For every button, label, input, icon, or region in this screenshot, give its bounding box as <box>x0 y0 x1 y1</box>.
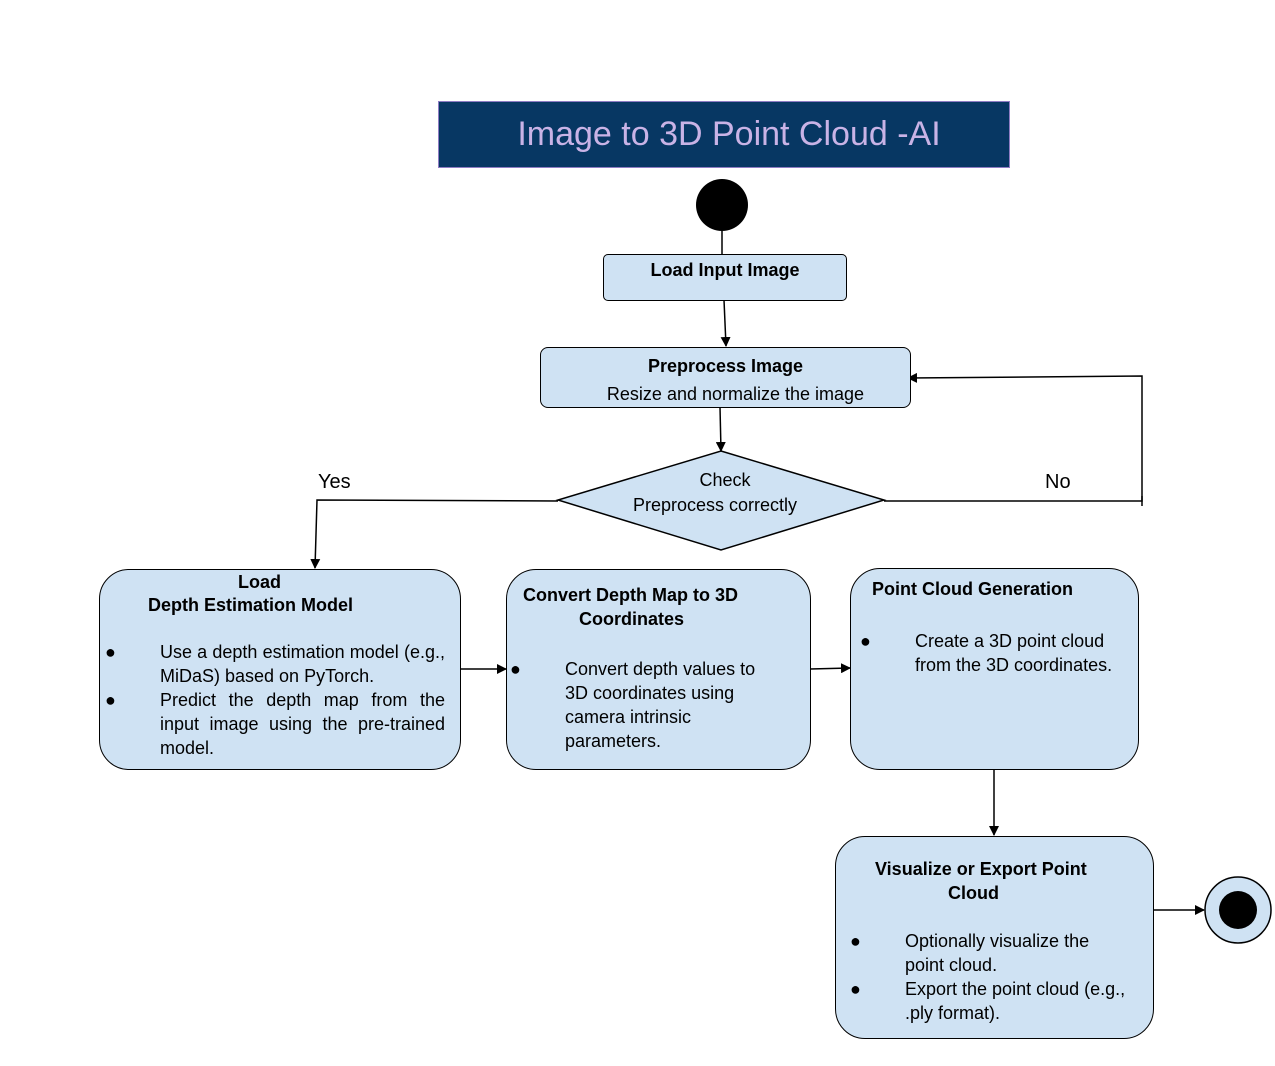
node-depth-model: Load Depth Estimation Model ● Use a dept… <box>99 569 461 770</box>
yes-label: Yes <box>318 471 351 493</box>
start-node <box>696 179 748 231</box>
bullet-dot-icon: ● <box>510 659 521 679</box>
bullet-text: Use a depth estimation model (e.g., MiDa… <box>160 642 445 686</box>
bullet-item: ● Predict the depth map from the input i… <box>105 688 445 760</box>
node-visualize-heading2: Cloud <box>948 883 999 903</box>
node-pointcloud-heading: Point Cloud Generation <box>872 579 1073 599</box>
no-label: No <box>1045 471 1071 493</box>
node-visualize-bullets: ● Optionally visualize the point cloud. … <box>850 929 1130 1025</box>
edge-preprocess-to-decision <box>715 406 726 452</box>
edge-load-to-preprocess <box>720 299 731 347</box>
node-pointcloud-bullets: ● Create a 3D point cloud from the 3D co… <box>860 629 1130 677</box>
bullet-dot-icon: ● <box>860 631 871 651</box>
node-preprocess-heading: Preprocess Image <box>647 356 804 376</box>
bullet-text: Export the point cloud (e.g., .ply forma… <box>905 979 1126 1023</box>
bullet-item: ● Convert depth values to 3D coordinates… <box>510 657 770 753</box>
diagram-title: Image to 3D Point Cloud -AI <box>517 115 941 153</box>
node-point-cloud-generation: Point Cloud Generation ● Create a 3D poi… <box>850 568 1139 770</box>
end-node-core <box>1219 891 1257 929</box>
node-preprocess-image: Preprocess Image Resize and normalize th… <box>540 347 911 408</box>
edge-convert-to-pointcloud <box>809 663 851 674</box>
bullet-item: ● Optionally visualize the point cloud. <box>850 929 1130 977</box>
node-load-input-heading: Load Input Image <box>650 260 800 280</box>
node-convert-heading1: Convert Depth Map to 3D <box>523 585 739 605</box>
bullet-dot-icon: ● <box>105 642 116 662</box>
bullet-dot-icon: ● <box>850 931 861 951</box>
edge-no-branch <box>884 372 1143 502</box>
node-depth-heading1: Load <box>238 572 281 592</box>
bullet-item: ● Create a 3D point cloud from the 3D co… <box>860 629 1130 677</box>
title-banner: Image to 3D Point Cloud -AI <box>438 101 1010 168</box>
decision-line2: Preprocess correctly <box>632 495 798 515</box>
bullet-text: Optionally visualize the point cloud. <box>905 931 1090 975</box>
node-convert-heading2: Coordinates <box>579 609 685 629</box>
edge-yes-branch <box>310 499 559 569</box>
node-convert-bullets: ● Convert depth values to 3D coordinates… <box>510 657 770 753</box>
decision-diamond <box>555 450 887 551</box>
decision-line1: Check <box>699 470 751 490</box>
node-visualize-export: Visualize or Export Point Cloud ● Option… <box>835 836 1154 1039</box>
node-load-input-image: Load Input Image <box>603 254 847 301</box>
node-preprocess-sub: Resize and normalize the image <box>606 384 865 404</box>
node-convert-depth: Convert Depth Map to 3D Coordinates ● Co… <box>506 569 811 770</box>
bullet-item: ● Export the point cloud (e.g., .ply for… <box>850 977 1130 1025</box>
bullet-text: Predict the depth map from the input ima… <box>160 690 445 758</box>
bullet-text: Convert depth values to 3D coordinates u… <box>565 659 756 751</box>
bullet-dot-icon: ● <box>105 690 116 710</box>
bullet-item: ● Use a depth estimation model (e.g., Mi… <box>105 640 445 688</box>
node-visualize-heading1: Visualize or Export Point <box>875 859 1087 879</box>
bullet-text: Create a 3D point cloud from the 3D coor… <box>915 631 1113 675</box>
bullet-dot-icon: ● <box>850 979 861 999</box>
decision-text: Check Preprocess correctly <box>560 468 880 518</box>
node-depth-heading2: Depth Estimation Model <box>148 595 354 615</box>
node-depth-bullets: ● Use a depth estimation model (e.g., Mi… <box>105 640 445 760</box>
